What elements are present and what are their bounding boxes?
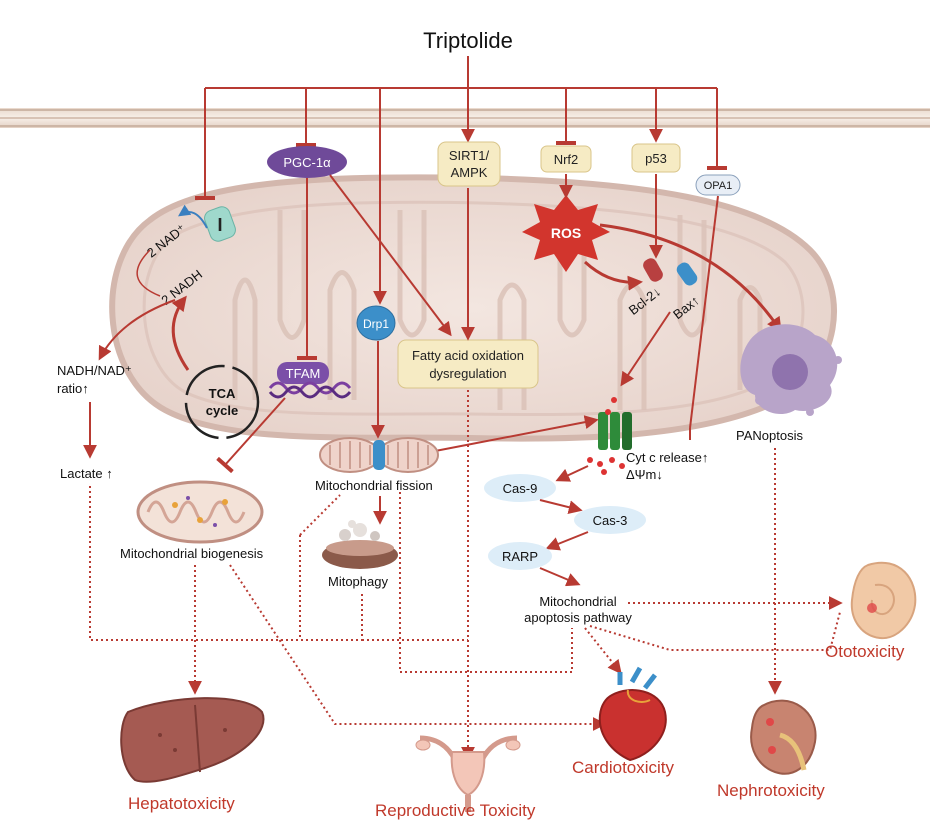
pgc1a-node: PGC-1α	[267, 146, 347, 178]
ros-label: ROS	[551, 225, 581, 241]
nephrotoxicity-label: Nephrotoxicity	[717, 781, 825, 800]
tfam-to-biogenesis	[216, 397, 286, 474]
bax-to-cytc	[620, 311, 671, 387]
kidney-icon	[750, 699, 817, 775]
cas3-to-rarp	[545, 531, 589, 551]
complex-i-node: I	[204, 206, 236, 242]
ros-to-bcl2	[583, 260, 643, 291]
nad-cycle-arc	[136, 249, 161, 297]
ros-to-panoptosis	[599, 223, 782, 333]
cell-membrane	[0, 108, 930, 128]
biogenesis-label: Mitochondrial biogenesis	[120, 546, 264, 561]
sirt1-ampk-node: SIRT1/ AMPK	[437, 141, 501, 187]
cas9-node: Cas-9	[484, 474, 556, 502]
nadh-to-ratio	[98, 299, 176, 361]
tfam-label: TFAM	[286, 366, 321, 381]
cytc-to-cas9	[555, 465, 589, 482]
cytc-label: Cyt c release↑	[626, 450, 708, 465]
panoptosis-label: PANoptosis	[736, 428, 803, 443]
liver-icon	[120, 697, 265, 783]
dotted-pathways	[89, 390, 843, 761]
nrf2-label: Nrf2	[554, 152, 579, 167]
mitophagy-mito	[322, 520, 398, 569]
ratio-up-label: ratio↑	[57, 381, 89, 396]
tca-to-nadh	[171, 295, 190, 371]
sirt1-label: SIRT1/	[449, 148, 490, 163]
opa1-node: OPA1	[695, 174, 741, 196]
tfam-node: TFAM	[268, 362, 352, 399]
rarp-to-apoptosis	[539, 567, 581, 587]
cycle-label: cycle	[206, 403, 239, 418]
nrf2-node: Nrf2	[540, 145, 592, 173]
hepatotoxicity-label: Hepatotoxicity	[128, 794, 235, 813]
pgc1a-label: PGC-1α	[283, 155, 331, 170]
fao-node: Fatty acid oxidation dysregulation	[397, 339, 539, 389]
fao-label-2: dysregulation	[429, 366, 506, 381]
ampk-label: AMPK	[451, 165, 488, 180]
drp1-label: Drp1	[363, 317, 389, 331]
fao-label-1: Fatty acid oxidation	[412, 348, 524, 363]
biogenesis-mito	[136, 480, 264, 544]
title: Triptolide	[423, 28, 513, 53]
fission-to-cytc	[429, 415, 599, 453]
apoptosis-label-1: Mitochondrial	[539, 594, 616, 609]
p53-node: p53	[631, 143, 681, 173]
cas3-node: Cas-3	[574, 506, 646, 534]
dpsi-label: ΔΨm↓	[626, 467, 663, 482]
fission-mito	[319, 437, 439, 473]
ototoxicity-label: Ototoxicity	[825, 642, 905, 661]
pgc-to-fao	[329, 174, 452, 337]
rarp-label: RARP	[502, 549, 538, 564]
tca-label: TCA	[209, 386, 236, 401]
fission-label: Mitochondrial fission	[315, 478, 433, 493]
cas9-label: Cas-9	[503, 481, 538, 496]
drp1-node: Drp1	[356, 305, 396, 341]
opa1-label: OPA1	[704, 180, 733, 192]
opa1-line	[689, 195, 719, 429]
uterus-icon	[415, 735, 521, 812]
nadh-ratio-label: NADH/NAD⁺	[57, 363, 132, 378]
mitophagy-label: Mitophagy	[328, 574, 388, 589]
top-connectors	[195, 56, 727, 305]
reproductive-label: Reproductive Toxicity	[375, 801, 536, 820]
ros-node: ROS	[522, 195, 610, 272]
cytc-channel	[587, 397, 632, 475]
cas9-to-cas3	[539, 499, 583, 515]
cas3-label: Cas-3	[593, 513, 628, 528]
p53-label: p53	[645, 151, 667, 166]
complex-i-label: I	[217, 215, 222, 235]
heart-icon	[598, 666, 667, 762]
apoptosis-label-2: apoptosis pathway	[524, 610, 632, 625]
cardiotoxicity-label: Cardiotoxicity	[572, 758, 675, 777]
nadh-to-complex-arrow	[178, 204, 208, 229]
tca-cycle: TCA cycle	[184, 364, 260, 440]
rarp-node: RARP	[488, 542, 552, 570]
lactate-label: Lactate ↑	[60, 466, 113, 481]
panoptosis-cell	[740, 324, 842, 416]
ear-icon	[850, 561, 917, 640]
